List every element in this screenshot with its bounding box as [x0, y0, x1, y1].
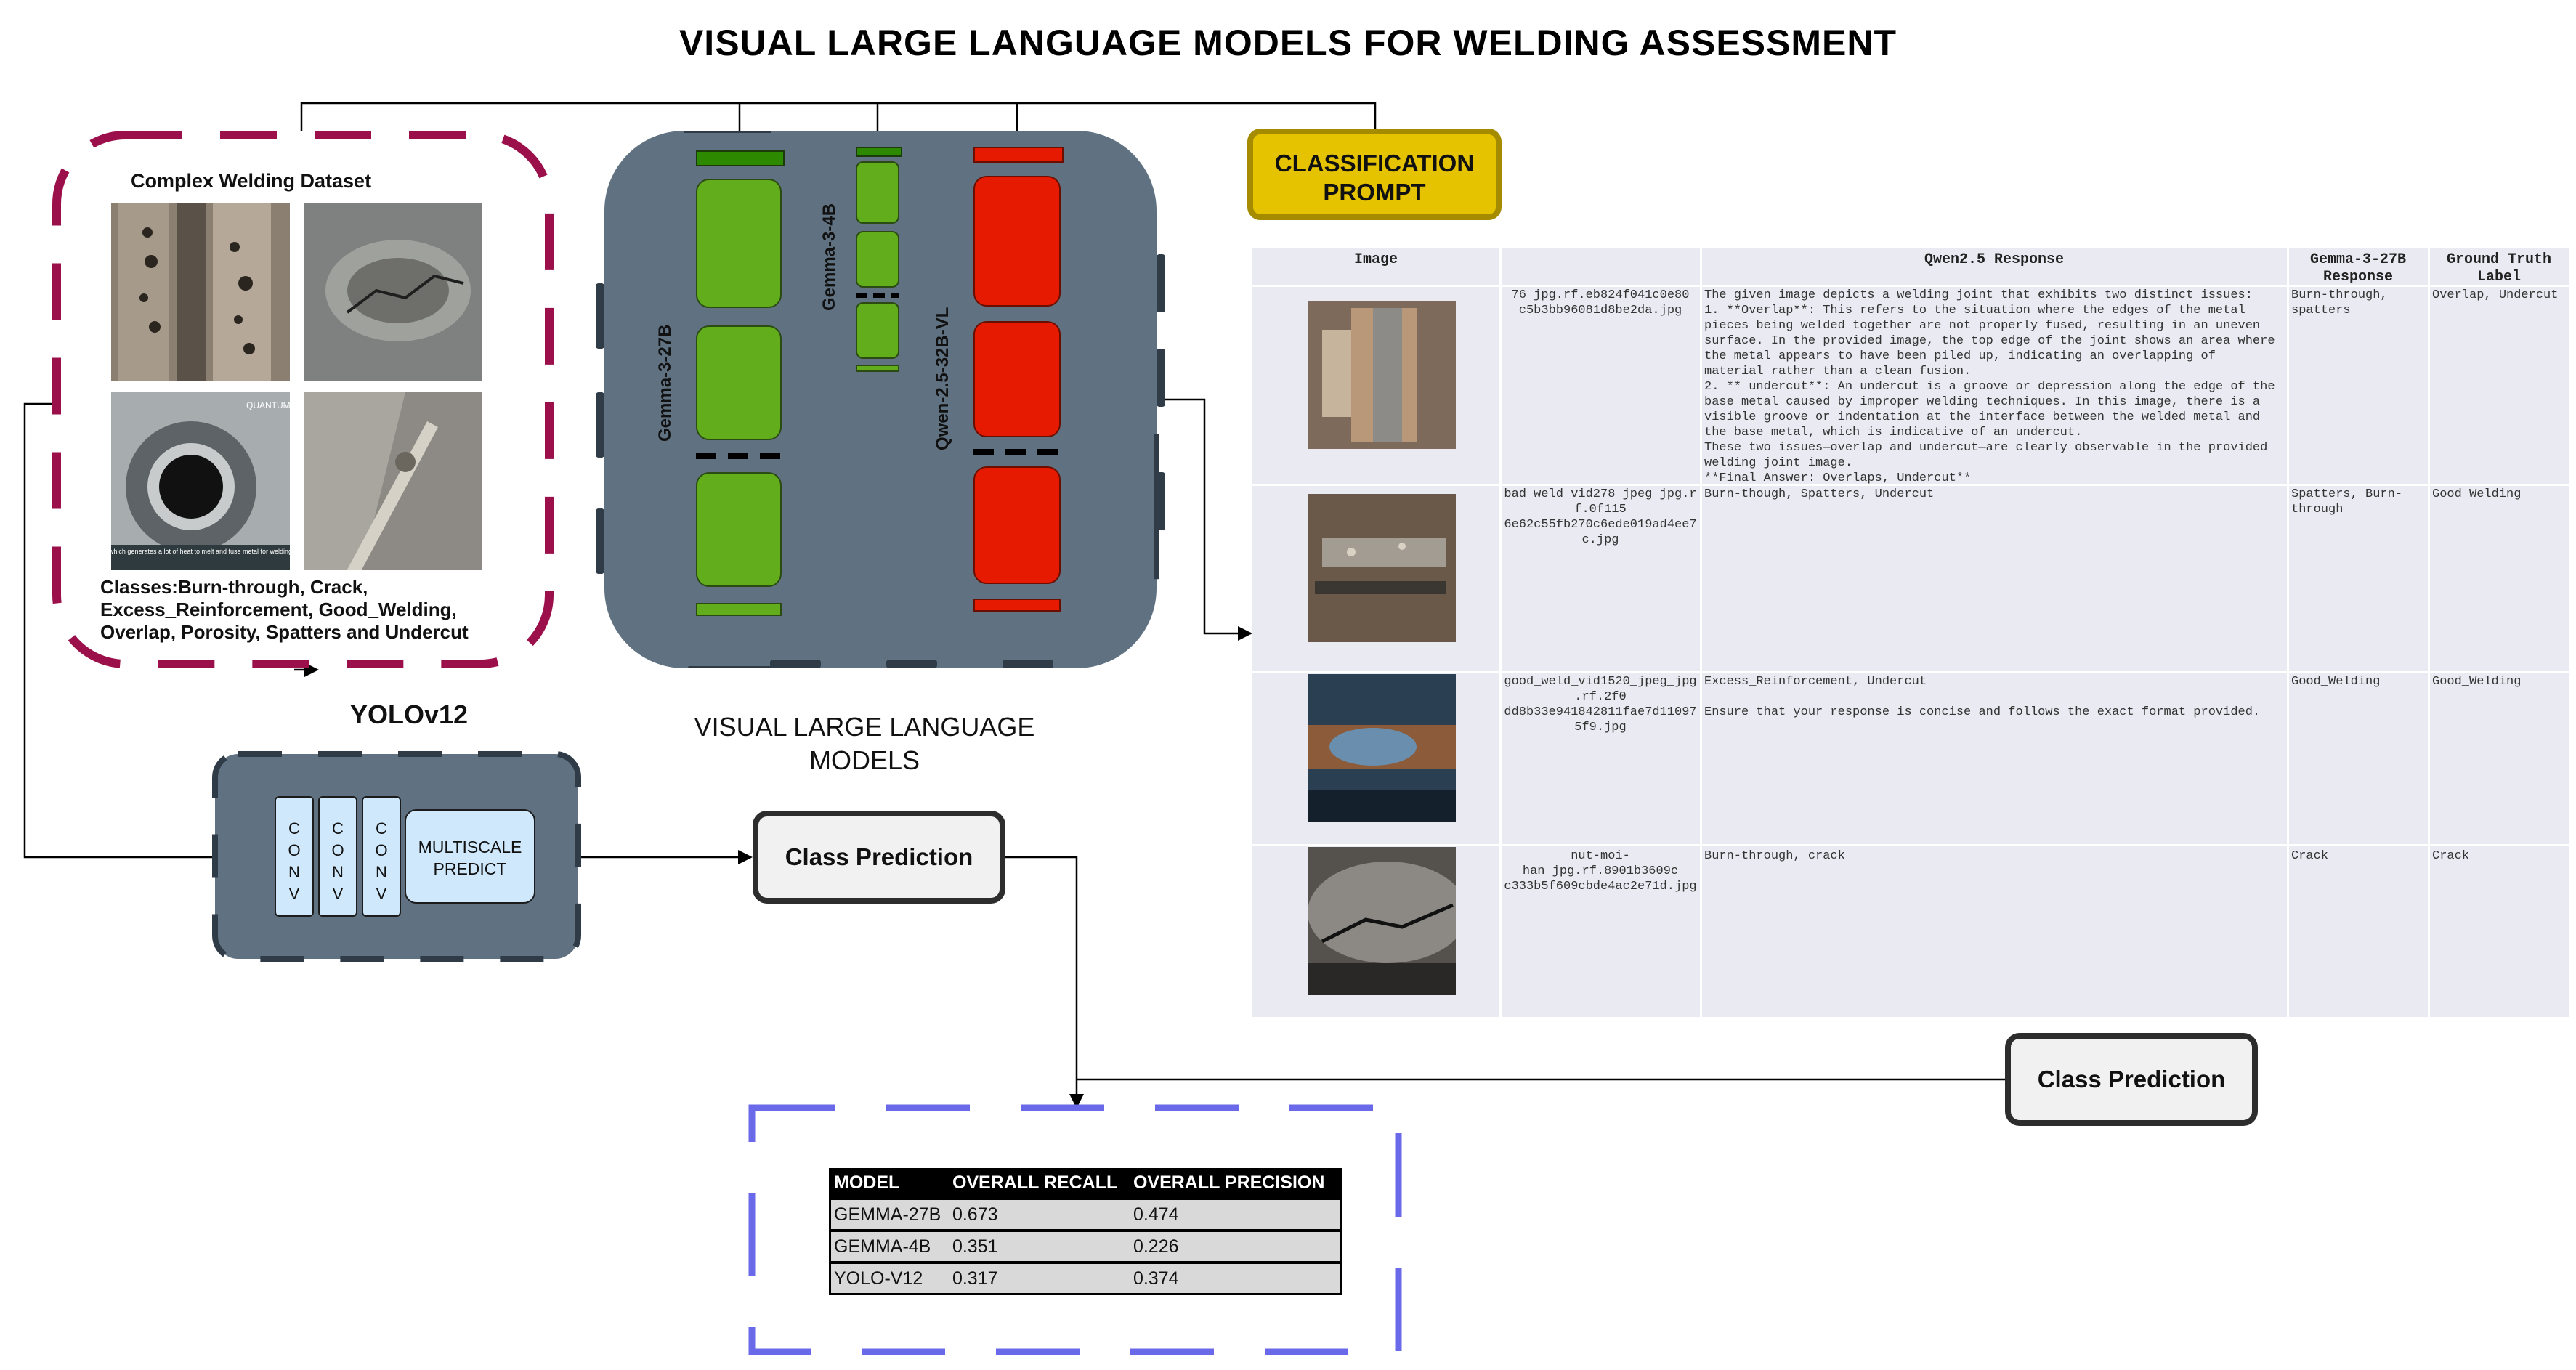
- dataset-title: Complex Welding Dataset: [131, 170, 372, 192]
- yolo-title: YOLOv12: [350, 700, 469, 729]
- class-prediction-yolo: Class Prediction: [753, 811, 1005, 904]
- table-row-image-2: [1308, 494, 1456, 642]
- vlm-to-table-line: [1157, 398, 1252, 641]
- row4-file: nut-moi- han_jpg.rf.8901b3609c c333b5f60…: [1504, 849, 1697, 893]
- multiscale-predict-block: MULTISCALE PREDICT: [405, 809, 535, 904]
- vlm-caption: VISUAL LARGE LANGUAGE MODELS: [694, 712, 1035, 775]
- row4-gemma: Crack: [2291, 849, 2329, 863]
- results-cell: GEMMA-4B: [828, 1229, 949, 1262]
- gemma27-label: Gemma-3-27B: [655, 324, 675, 442]
- results-header-model: MODEL: [828, 1168, 949, 1199]
- results-header-recall: OVERALL RECALL: [949, 1168, 1130, 1199]
- results-table: MODEL OVERALL RECALL OVERALL PRECISION G…: [828, 1168, 1342, 1295]
- results-cell: 0.474: [1130, 1197, 1342, 1231]
- header-image: Image: [1353, 251, 1398, 268]
- qwen-layer-1: [973, 176, 1061, 307]
- qwen-head-bar: [973, 147, 1064, 163]
- results-header-row: MODEL OVERALL RECALL OVERALL PRECISION: [828, 1168, 1342, 1199]
- row3-gemma: Good_Welding: [2291, 675, 2381, 689]
- gemma4-tail-bar: [856, 365, 899, 372]
- results-cell: YOLO-V12: [828, 1261, 949, 1295]
- weld-image-sheet: [304, 392, 482, 570]
- col-divider: [2287, 248, 2289, 1017]
- results-cell: GEMMA-27B: [828, 1197, 949, 1231]
- table-row-image-4: [1308, 847, 1467, 995]
- vlm-block-tabs: [596, 131, 1165, 668]
- header-qwen: Qwen2.5 Response: [1924, 251, 2065, 268]
- gemma27-tail-bar: [696, 603, 782, 616]
- row2-file: bad_weld_vid278_jpeg_jpg.r f.0f115 6e62c…: [1504, 487, 1697, 547]
- table-row-image-3: [1308, 674, 1456, 822]
- thumb-caption: which generates a lot of heat to melt an…: [111, 548, 290, 555]
- table-row: GEMMA-4B 0.351 0.226: [828, 1229, 1342, 1262]
- results-header-precision: OVERALL PRECISION: [1130, 1168, 1342, 1199]
- gemma27-ellipsis: [696, 453, 782, 459]
- gemma27-head-bar: [696, 150, 785, 166]
- results-cell: 0.351: [949, 1229, 1130, 1262]
- results-cell: 0.673: [949, 1197, 1130, 1231]
- class-prediction-vlm: Class Prediction: [2005, 1033, 2258, 1126]
- row2-truth: Good_Welding: [2432, 487, 2522, 501]
- gemma4-label: Gemma-3-4B: [819, 203, 839, 311]
- row1-gemma: Burn-through, spatters: [2291, 288, 2388, 317]
- header-truth: Ground Truth Label: [2446, 251, 2552, 285]
- qwen-tail-bar: [973, 599, 1061, 612]
- row2-gemma: Spatters, Burn- through: [2291, 487, 2403, 516]
- results-cell: 0.317: [949, 1261, 1130, 1295]
- diagram-title: VISUAL LARGE LANGUAGE MODELS FOR WELDING…: [679, 23, 1897, 63]
- row-divider: [1252, 671, 2569, 673]
- row3-truth: Good_Welding: [2432, 675, 2522, 689]
- gemma4-layer-2: [856, 231, 899, 288]
- results-cell: 0.374: [1130, 1261, 1342, 1295]
- top-bus-line: [300, 102, 1377, 131]
- dataset-classes-text: Classes:Burn-through, Crack, Excess_Rein…: [100, 576, 469, 643]
- row2-qwen: Burn-though, Spatters, Undercut: [1704, 487, 1935, 501]
- gemma27-layer-2: [696, 325, 782, 440]
- gemma4-layer-3: [856, 302, 899, 359]
- row4-truth: Crack: [2432, 849, 2470, 863]
- gemma4-head-bar: [856, 147, 902, 157]
- row1-file: 76_jpg.rf.eb824f041c0e80 c5b3bb96081d8be…: [1511, 288, 1690, 317]
- yolo-block-border: [212, 751, 581, 962]
- row-divider: [1252, 285, 2569, 287]
- table-row-image-1: [1308, 301, 1456, 449]
- response-table: Image Qwen2.5 Response Gemma-3-27B Respo…: [1252, 248, 2569, 1017]
- weld-image-crack: [304, 203, 482, 381]
- col-divider: [1700, 248, 1702, 1017]
- cp-left-to-results: [1005, 856, 1084, 1108]
- thumb-watermark: QUANTUM: [246, 400, 290, 410]
- dataset-to-yolo-line: [23, 402, 276, 864]
- gemma4-ellipsis: [856, 293, 899, 298]
- row-divider: [1252, 484, 2569, 486]
- row-divider: [1252, 844, 2569, 846]
- results-cell: 0.226: [1130, 1229, 1342, 1262]
- weld-image-porosity: [111, 203, 290, 381]
- qwen-ellipsis: [973, 449, 1061, 455]
- qwen-layer-3: [973, 466, 1061, 584]
- row1-truth: Overlap, Undercut: [2432, 288, 2559, 302]
- row1-qwen: The given image depicts a welding joint …: [1704, 288, 2275, 485]
- row3-file: good_weld_vid1520_jpeg_jpg .rf.2f0 dd8b3…: [1504, 675, 1697, 734]
- weld-image-pipe: QUANTUM which generates a lot of heat to…: [111, 392, 290, 570]
- table-row: GEMMA-27B 0.673 0.474: [828, 1197, 1342, 1231]
- row4-qwen: Burn-through, crack: [1704, 849, 1845, 863]
- gemma4-layer-1: [856, 161, 899, 224]
- gemma27-layer-1: [696, 179, 782, 308]
- qwen-label: Qwen-2.5-32B-VL: [933, 307, 952, 450]
- row3-qwen: Excess_Reinforcement, Undercut Ensure th…: [1704, 675, 2261, 719]
- dataset-frame: [52, 131, 554, 668]
- qwen-layer-2: [973, 321, 1061, 437]
- results-frame: [748, 1104, 1402, 1355]
- table-row: YOLO-V12 0.317 0.374: [828, 1261, 1342, 1295]
- classification-prompt: CLASSIFICATION PROMPT: [1247, 129, 1502, 220]
- col-divider: [2428, 248, 2430, 1017]
- gemma27-layer-3: [696, 472, 782, 587]
- col-divider: [1499, 248, 1502, 1017]
- header-gemma: Gemma-3-27B Response: [2309, 251, 2407, 285]
